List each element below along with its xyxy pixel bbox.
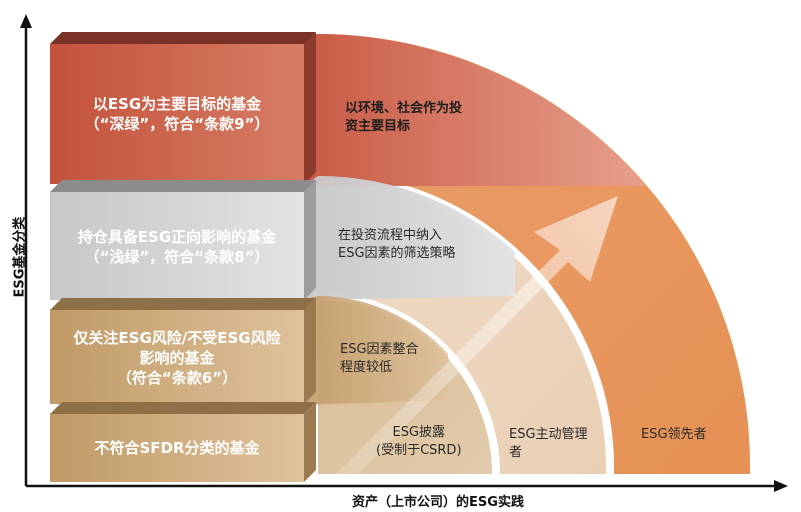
- y-axis-arrow-icon: [20, 14, 32, 28]
- label-screening-strategy: 在投资流程中纳入 ESG因素的筛选策略: [338, 228, 456, 261]
- label-low-integration: ESG因素整合 程度较低: [340, 342, 419, 375]
- box-risk-only-label: 仅关注ESG风险/不受ESG风险 影响的基金 （符合“条款6”）: [73, 329, 281, 387]
- box-non-sfdr-label: 不符合SFDR分类的基金: [94, 439, 260, 457]
- box-non-sfdr: [50, 414, 304, 482]
- label-esg-leader: ESG领先者: [641, 427, 707, 442]
- box-light-green-label: 持仓具备ESG正向影响的基金 （“浅绿”，符合“条款8”）: [77, 228, 277, 266]
- x-axis-arrow-icon: [774, 480, 788, 492]
- box-deep-green-label: 以ESG为主要目标的基金 （“深绿”，符合“条款9”）: [84, 95, 270, 133]
- y-axis-label: ESG基金分类: [12, 216, 28, 298]
- band-light-green: [300, 175, 515, 300]
- band-deep-green: [300, 34, 646, 186]
- label-esg-active-manager: ESG主动管理 者: [509, 427, 588, 460]
- label-env-social-goal: 以环境、社会作为投 资主要目标: [345, 101, 463, 134]
- band-risk: [300, 296, 448, 405]
- box-light-green: [50, 192, 304, 300]
- label-esg-disclosure: ESG披露 (受制于CSRD): [376, 425, 462, 458]
- x-axis-label: 资产（上市公司）的ESG实践: [352, 495, 524, 510]
- progress-arrow: [330, 196, 618, 480]
- box-deep-green: [50, 44, 304, 184]
- box-risk-only: [50, 310, 304, 404]
